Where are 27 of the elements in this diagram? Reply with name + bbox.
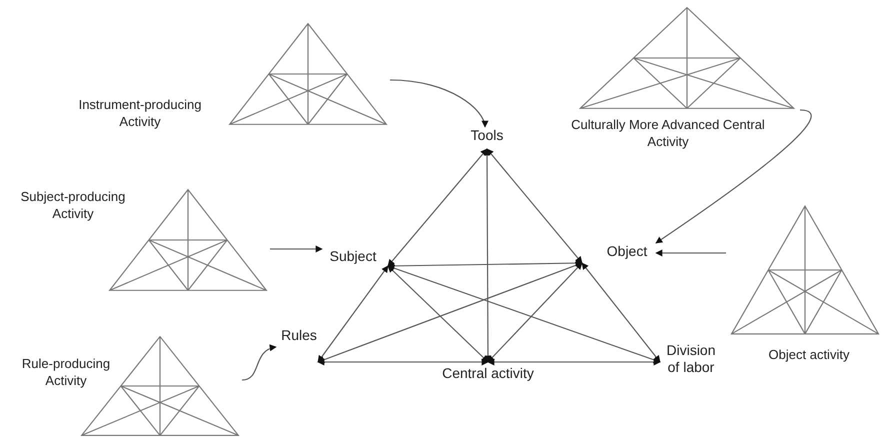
arrow xyxy=(655,109,812,244)
component-label: Tools xyxy=(463,127,511,147)
activity-label: Culturally More Advanced Central Activity xyxy=(570,116,766,150)
arrow xyxy=(242,345,277,381)
double-arrow xyxy=(318,265,388,363)
activity-label: Object activity xyxy=(768,346,850,363)
arrow xyxy=(270,246,323,252)
component-label: Object xyxy=(598,243,656,263)
double-arrow xyxy=(488,262,582,362)
arrow xyxy=(655,250,726,256)
component-label: Rules xyxy=(276,327,322,347)
double-arrow xyxy=(387,260,583,270)
activity-label: Subject-producing Activity xyxy=(20,188,126,222)
activity-label: Instrument-producing Activity xyxy=(78,96,202,130)
double-arrow xyxy=(484,148,492,363)
component-label: Division of labor xyxy=(662,342,720,380)
component-label: Subject xyxy=(322,248,384,268)
double-arrow xyxy=(486,148,582,264)
arrow xyxy=(390,79,488,128)
double-arrow xyxy=(582,262,660,363)
component-label: Central activity xyxy=(428,365,548,385)
activity-label: Rule-producing Activity xyxy=(20,355,112,389)
double-arrow xyxy=(388,266,488,362)
double-arrow xyxy=(388,148,488,267)
double-arrow xyxy=(317,262,583,364)
double-arrow xyxy=(487,358,661,366)
double-arrow xyxy=(317,358,489,366)
